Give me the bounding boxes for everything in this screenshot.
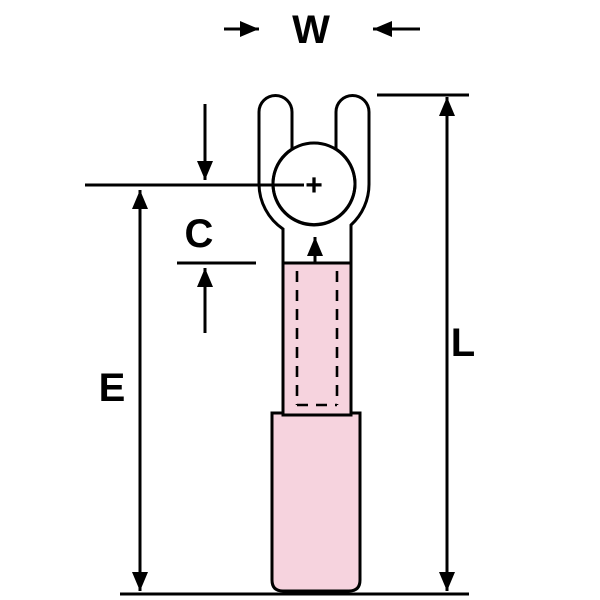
dim-label-e: E bbox=[99, 366, 126, 410]
dim-label-w: W bbox=[292, 8, 330, 52]
dim-label-l: L bbox=[451, 321, 475, 365]
barrel-upper-sleeve bbox=[281, 261, 353, 417]
barrel-lower-sleeve bbox=[270, 411, 362, 593]
center-mark: + bbox=[305, 169, 323, 202]
dim-label-c: C bbox=[185, 212, 214, 256]
